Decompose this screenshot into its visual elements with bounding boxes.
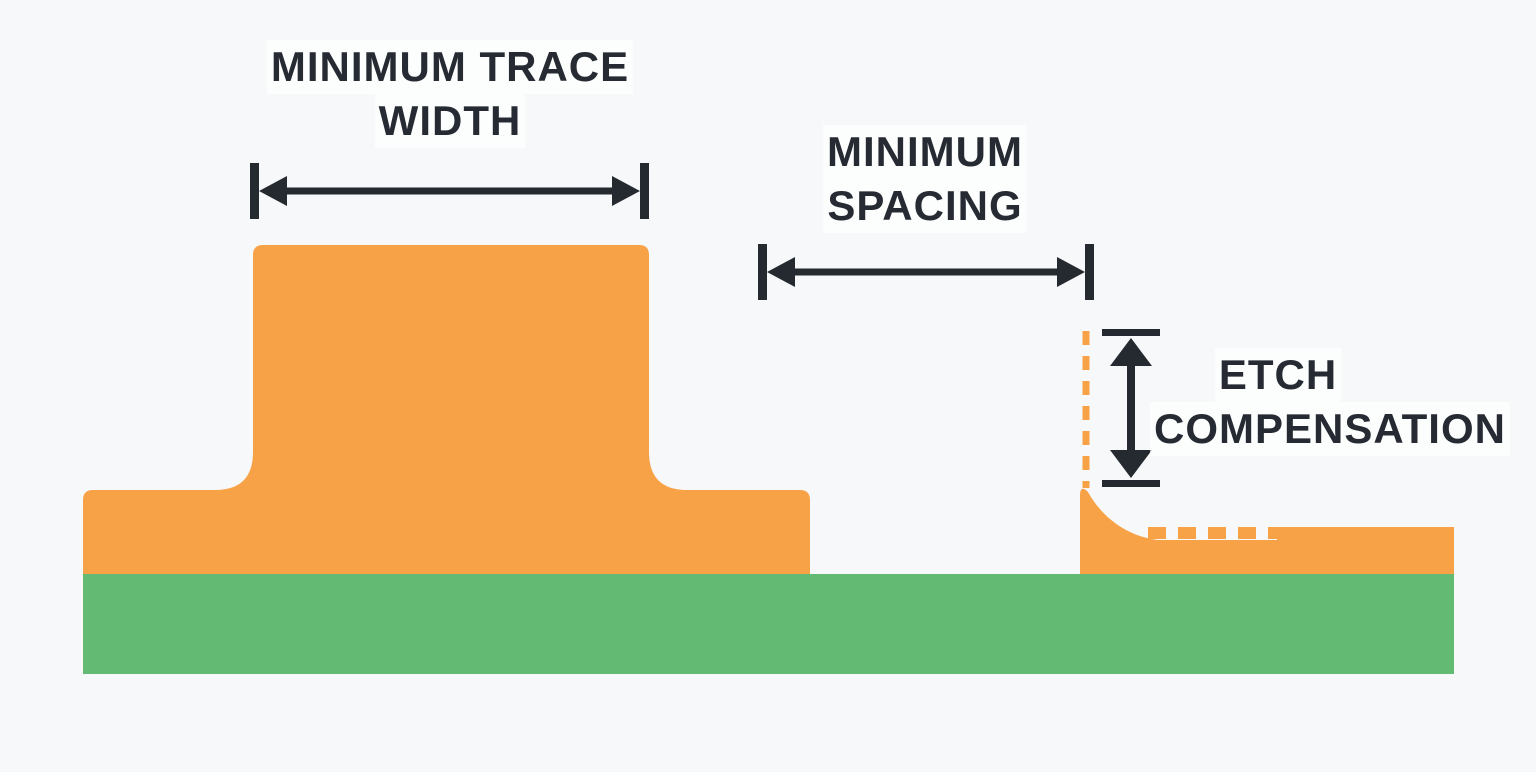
- min-trace-width-label-line1: MINIMUM TRACE: [266, 40, 634, 94]
- copper-trace-right-etched: [1080, 488, 1454, 574]
- etch-compensation-label-line1: ETCH: [1214, 348, 1342, 402]
- dimension-end-cap: [640, 163, 649, 219]
- min-spacing-label-line2: SPACING: [823, 179, 1027, 233]
- dimension-end-cap: [1085, 244, 1094, 300]
- substrate-board: [83, 574, 1454, 674]
- etch-compensation-label: ETCH COMPENSATION: [1140, 348, 1520, 456]
- trace-width-dimension-arrow: [250, 163, 649, 219]
- dimension-end-cap: [758, 244, 767, 300]
- etch-compensation-label-line2: COMPENSATION: [1150, 402, 1510, 456]
- min-trace-width-label: MINIMUM TRACE WIDTH: [210, 40, 690, 148]
- copper-trace-left: [83, 245, 810, 574]
- dimension-shaft: [283, 187, 615, 195]
- dimension-end-cap: [1102, 480, 1160, 487]
- dimension-shaft: [791, 268, 1057, 276]
- designed-outline-solid-top: [1277, 527, 1454, 541]
- dimension-end-cap: [250, 163, 259, 219]
- dimension-shaft: [1127, 360, 1135, 456]
- arrowhead-down-icon: [1110, 450, 1152, 478]
- arrowhead-left-icon: [767, 257, 795, 287]
- arrowhead-right-icon: [1057, 257, 1085, 287]
- spacing-dimension-arrow: [758, 244, 1094, 300]
- arrowhead-left-icon: [259, 176, 287, 206]
- min-trace-width-label-line2: WIDTH: [374, 94, 526, 148]
- min-spacing-label-line1: MINIMUM: [823, 125, 1027, 179]
- etch-compensation-dimension-arrow: [1102, 329, 1160, 487]
- arrowhead-right-icon: [612, 176, 640, 206]
- dimension-end-cap: [1102, 329, 1160, 336]
- arrowhead-up-icon: [1110, 338, 1152, 366]
- min-spacing-label: MINIMUM SPACING: [725, 125, 1125, 233]
